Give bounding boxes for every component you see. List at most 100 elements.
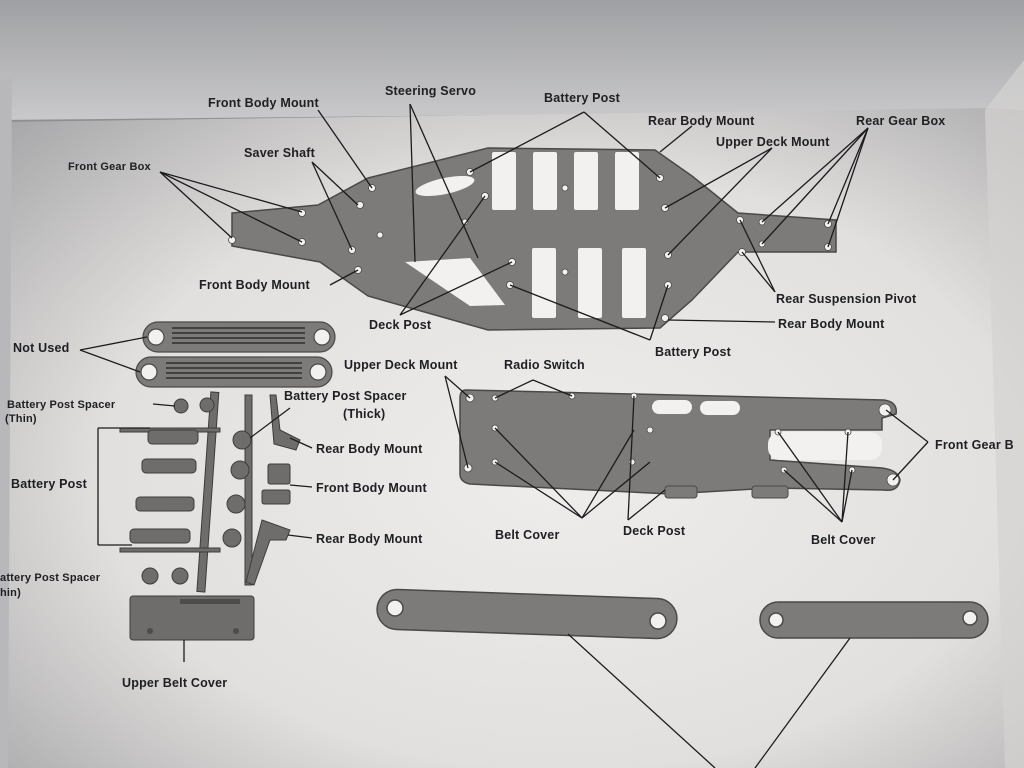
label-front-body-mount-sprue: Front Body Mount (316, 481, 427, 495)
battery-post-part (147, 429, 199, 445)
label-front-gear-box-right: Front Gear B (935, 438, 1014, 452)
thin-spacer-part (173, 398, 189, 414)
parts-sprue (119, 391, 301, 641)
upper-deck-outline (459, 389, 901, 495)
label-battery-post-spacer-bottom: attery Post Spacer (0, 572, 101, 584)
chassis-slot (532, 248, 556, 318)
label-battery-post-spacer-thick: Battery Post Spacer (284, 389, 407, 403)
label-battery-post-spacer-thin: Battery Post Spacer (7, 399, 116, 411)
chassis-hole (561, 184, 569, 192)
bar-hole (140, 363, 158, 381)
thin-spacer-part (171, 567, 189, 585)
chassis-hole (298, 209, 306, 217)
belt-cover-strap (759, 601, 989, 639)
thick-spacer-part (222, 528, 242, 548)
bar-hole (309, 363, 327, 381)
deck-cutout (768, 432, 882, 460)
sprue-runner (119, 547, 221, 553)
battery-post-part (135, 496, 195, 512)
thin-spacer-part (141, 567, 159, 585)
label-belt-cover-1: Belt Cover (495, 528, 560, 542)
rear-body-mount-part (269, 394, 301, 451)
label-battery-post-left: Battery Post (11, 477, 88, 491)
chassis-slot (622, 248, 646, 318)
label-belt-cover-2: Belt Cover (811, 533, 876, 547)
label-thin-2: hin) (0, 587, 21, 599)
label-front-body-mount-top: Front Body Mount (208, 96, 319, 110)
label-saver-shaft: Saver Shaft (244, 146, 315, 160)
chassis-hole (228, 236, 236, 244)
label-battery-post-top: Battery Post (544, 91, 621, 105)
chassis-slot (578, 248, 602, 318)
bar-hole (313, 328, 331, 346)
thick-spacer-part (230, 460, 250, 480)
deck-tab (751, 485, 789, 499)
chassis-slot (574, 152, 598, 210)
not-used-bar (142, 321, 336, 353)
battery-post-part (129, 528, 191, 544)
label-not-used: Not Used (13, 341, 70, 355)
front-body-mount-part (261, 489, 291, 505)
not-used-bar (135, 356, 333, 388)
chassis-cutout (415, 175, 475, 197)
page-fold (985, 60, 1024, 768)
battery-post-part (141, 458, 197, 474)
deck-slot (652, 400, 692, 414)
thick-spacer-part (226, 494, 246, 514)
page-top-shadow (0, 0, 1024, 120)
label-deck-post-bottom: Deck Post (623, 524, 686, 538)
label-rear-body-mount-top: Rear Body Mount (648, 114, 755, 128)
strap-hole (768, 612, 784, 628)
deck-hole (646, 426, 654, 434)
upper-belt-cover-part (129, 595, 255, 641)
chassis-hole (356, 201, 364, 209)
label-upper-deck-mount-deck: Upper Deck Mount (344, 358, 458, 372)
label-rear-body-mount-sprue-1: Rear Body Mount (316, 442, 423, 456)
chassis-outline (231, 147, 837, 331)
label-rear-body-mount-sprue-2: Rear Body Mount (316, 532, 423, 546)
belt-cover-strap (376, 588, 678, 640)
chassis-slot (615, 152, 639, 210)
label-rear-gear-box: Rear Gear Box (856, 114, 946, 128)
deck-hole (878, 403, 892, 417)
rear-body-mount-part (245, 519, 291, 586)
bar-hole (147, 328, 165, 346)
upper-belt-cover-detail (147, 599, 240, 634)
chassis-slot (533, 152, 557, 210)
not-used-bars (135, 321, 336, 388)
chassis-hole (376, 231, 384, 239)
sprue-runner (244, 394, 253, 586)
label-upper-deck-mount-top: Upper Deck Mount (716, 135, 830, 149)
chassis-cutout (405, 258, 505, 306)
main-chassis-plate (228, 147, 837, 331)
belt-straps (376, 588, 989, 640)
bar-grilles (166, 327, 305, 379)
label-rear-suspension-pivot: Rear Suspension Pivot (776, 292, 917, 306)
label-front-body-mount-mid: Front Body Mount (199, 278, 310, 292)
label-steering-servo: Steering Servo (385, 84, 477, 98)
label-deck-post-top: Deck Post (369, 318, 432, 332)
deck-tab (664, 485, 698, 499)
chassis-slot (492, 152, 516, 210)
label-battery-post-mid: Battery Post (655, 345, 732, 359)
label-upper-belt-cover: Upper Belt Cover (122, 676, 228, 690)
thick-spacer-part (232, 430, 252, 450)
front-body-mount-part (267, 463, 291, 485)
strap-hole (962, 610, 978, 626)
deck-hole (628, 458, 636, 466)
strap-hole (386, 599, 404, 617)
leader-lines (79, 103, 929, 768)
chassis-hole (508, 258, 516, 266)
strap-hole (649, 612, 667, 630)
label-thick: (Thick) (343, 407, 386, 421)
chassis-hole (561, 268, 569, 276)
label-radio-switch: Radio Switch (504, 358, 585, 372)
deck-slot (700, 401, 740, 415)
label-thin-1: (Thin) (5, 413, 37, 425)
sprue-runner (196, 391, 220, 593)
chassis-hole (661, 314, 669, 322)
label-front-gear-box-left: Front Gear Box (68, 161, 151, 173)
left-page-edge (0, 78, 12, 768)
thin-spacer-part (199, 397, 215, 413)
